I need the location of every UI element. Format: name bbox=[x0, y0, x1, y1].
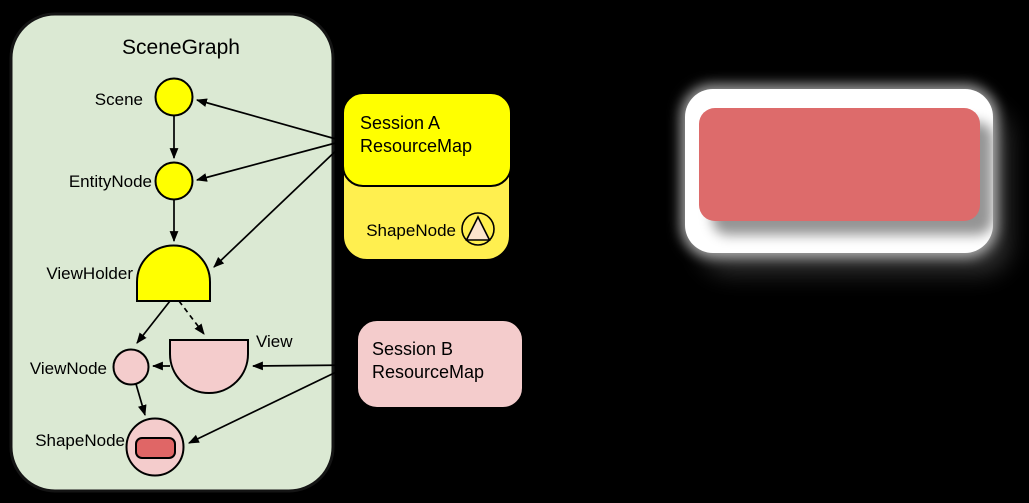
session-a-box bbox=[342, 92, 512, 187]
scenegraph-title: SceneGraph bbox=[122, 36, 240, 59]
arrow-viewnode-to-shapenode bbox=[135, 383, 147, 417]
session-b-line1: Session B bbox=[372, 339, 454, 359]
view-shape bbox=[169, 339, 249, 394]
session-a-label: Session A ResourceMap bbox=[360, 112, 472, 158]
arrow-viewholder-to-view-dashed bbox=[178, 300, 205, 335]
session-b-box bbox=[356, 319, 524, 409]
arrow-sessionb-to-view bbox=[251, 361, 358, 371]
session-a-map-entry-label: ShapeNode bbox=[366, 221, 456, 240]
entity-node-label: EntityNode bbox=[68, 172, 152, 191]
arrow-sessiona-to-entitynode bbox=[195, 140, 344, 182]
view-node bbox=[112, 348, 150, 386]
edges bbox=[135, 98, 358, 444]
view-label: View bbox=[256, 332, 293, 351]
session-b-line2: ResourceMap bbox=[372, 362, 485, 382]
arrow-viewholder-to-viewnode bbox=[136, 300, 171, 344]
arrow-sessiona-to-viewholder bbox=[213, 143, 344, 268]
shape-node-inner-rect bbox=[135, 437, 176, 459]
session-a-line2: ResourceMap bbox=[360, 136, 473, 156]
session-a-line1: Session A bbox=[360, 113, 441, 133]
view-holder-label: ViewHolder bbox=[46, 264, 133, 283]
triangle-icon bbox=[465, 215, 491, 241]
shape-node-label: ShapeNode bbox=[35, 431, 125, 450]
arrow-sessionb-to-shapenode bbox=[188, 361, 358, 444]
view-holder-node bbox=[136, 244, 211, 302]
scene-label: Scene bbox=[94, 90, 143, 109]
session-b-label: Session B ResourceMap bbox=[372, 338, 484, 384]
render-target-frame bbox=[685, 89, 993, 253]
view-node-label: ViewNode bbox=[29, 359, 107, 378]
render-target-shape bbox=[699, 108, 980, 221]
scene-node bbox=[154, 77, 194, 117]
entity-node bbox=[154, 161, 194, 201]
arrow-sessiona-to-scene bbox=[195, 98, 344, 142]
